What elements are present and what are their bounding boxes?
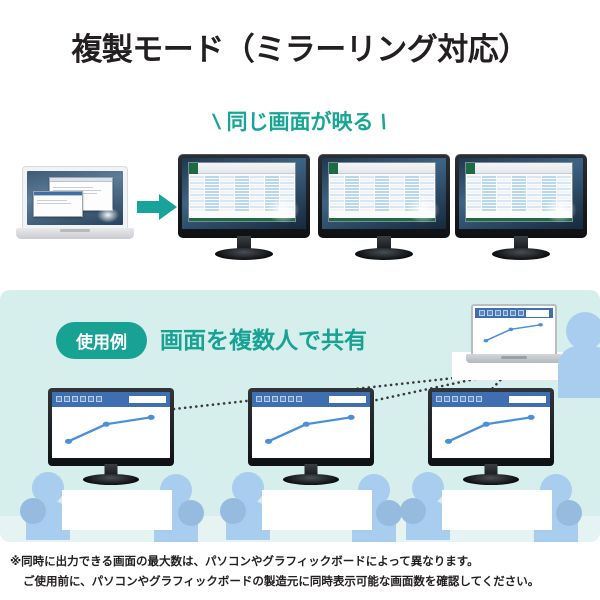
chart-plot-area (52, 406, 170, 458)
audience-silhouette-front (178, 500, 204, 526)
monitor-neck (514, 236, 528, 250)
laptop-base (16, 228, 134, 239)
search-box (508, 395, 546, 403)
spreadsheet-window (328, 162, 436, 222)
monitor-screen-chart (52, 392, 170, 458)
monitor-stand (355, 248, 413, 260)
presenter-silhouette (558, 312, 600, 398)
footnote-line-2: ご使用前に、パソコンやグラフィックボードの製造元に同時表示可能な画面数を確認して… (23, 576, 540, 589)
window-line (53, 190, 101, 191)
audience-silhouette-front (400, 498, 426, 524)
laptop-screen-chart (475, 308, 553, 352)
audience-desk (62, 490, 172, 530)
footnote-line-1: ※同時に出力できる画面の最大数は、パソコンやグラフィックボードによって異なります… (10, 556, 479, 568)
chart-plot-area (252, 406, 370, 458)
spreadsheet-window (465, 162, 573, 222)
output-monitor (455, 154, 587, 264)
audience-silhouette-front (220, 498, 246, 524)
monitor-stand (215, 248, 273, 260)
monitor-bezel (178, 154, 310, 238)
spreadsheet-statusbar (466, 218, 572, 221)
monitor-stand (283, 474, 339, 485)
usage-example-panel: 使用例 画面を複数人で共有 (0, 290, 600, 542)
spreadsheet-grid (466, 175, 572, 218)
slash-right-icon: / (377, 111, 390, 134)
monitor-screen (182, 158, 306, 229)
arrow-right-icon (137, 194, 177, 220)
search-box (128, 395, 166, 403)
shared-monitor (48, 388, 174, 496)
spreadsheet-statusbar (329, 218, 435, 221)
audience-desk (262, 490, 372, 530)
spreadsheet-window (188, 162, 296, 222)
spreadsheet-ribbon (189, 163, 295, 174)
spreadsheet-statusbar (189, 218, 295, 221)
monitor-bezel (428, 388, 554, 466)
slash-left-icon: \ (210, 111, 223, 134)
monitor-neck (484, 464, 498, 476)
monitor-screen-chart (432, 392, 550, 458)
presenter-laptop (466, 304, 562, 366)
footnote: ※同時に出力できる画面の最大数は、パソコンやグラフィックボードによって異なります… (10, 552, 600, 592)
chart-trend-line (483, 323, 543, 343)
app-titlebar (252, 392, 370, 407)
search-box (328, 395, 366, 403)
usage-example-heading: 画面を複数人で共有 (160, 327, 367, 353)
page-title: 複製モード（ミラーリング対応） (71, 32, 529, 67)
window-titlebar (50, 178, 112, 182)
monitor-neck (104, 464, 118, 476)
spreadsheet-grid (329, 175, 435, 218)
usage-example-badge: 使用例 (56, 322, 147, 359)
window-line (37, 200, 67, 201)
chart-trend-line (64, 414, 155, 444)
monitor-stand (83, 474, 139, 485)
chart-plot-area (475, 318, 553, 352)
monitor-screen (459, 158, 583, 229)
spreadsheet-grid (189, 175, 295, 218)
monitor-neck (377, 236, 391, 250)
app-titlebar (475, 308, 553, 318)
audience-desk (442, 490, 552, 530)
chart-trend-line (264, 414, 355, 444)
monitor-bezel (455, 154, 587, 238)
window-line (53, 187, 93, 188)
mirroring-diagram-top (0, 148, 600, 278)
monitor-stand (492, 248, 550, 260)
window-titlebar (34, 192, 82, 196)
shared-monitor (428, 388, 554, 496)
monitor-neck (304, 464, 318, 476)
monitor-stand (463, 474, 519, 485)
laptop-lid (22, 166, 128, 228)
tagline-text: 同じ画面が映る (226, 111, 374, 134)
audience-silhouette-front (376, 500, 402, 526)
spreadsheet-ribbon (466, 163, 572, 174)
monitor-bezel (248, 388, 374, 466)
tagline: \同じ画面が映る/ (0, 106, 600, 136)
audience-silhouette-front (20, 498, 46, 524)
shared-monitor (248, 388, 374, 496)
spreadsheet-ribbon (329, 163, 435, 174)
desktop-window-explorer (33, 191, 83, 217)
output-monitor (318, 154, 450, 264)
laptop-base (466, 354, 562, 363)
monitor-bezel (48, 388, 174, 466)
chart-plot-area (432, 406, 550, 458)
window-line (37, 203, 71, 204)
monitor-neck (237, 236, 251, 250)
app-titlebar (432, 392, 550, 407)
laptop-screen-desktop (27, 171, 123, 225)
source-laptop (16, 166, 134, 248)
monitor-bezel (318, 154, 450, 238)
laptop-lid (471, 304, 557, 354)
app-titlebar (52, 392, 170, 407)
audience-silhouette-front (556, 500, 582, 526)
monitor-screen (322, 158, 446, 229)
output-monitor (178, 154, 310, 264)
search-box (526, 309, 549, 317)
chart-trend-line (444, 414, 535, 444)
monitor-screen-chart (252, 392, 370, 458)
